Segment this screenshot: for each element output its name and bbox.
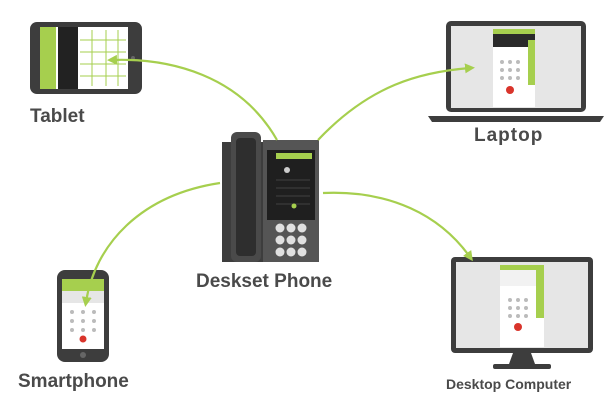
arrow-to-desktop (322, 191, 473, 262)
desktop-computer-icon (451, 257, 593, 369)
smartphone-icon (57, 270, 109, 362)
arrow-to-laptop (317, 63, 475, 141)
arrow-to-smartphone (81, 181, 221, 307)
laptop-label: Laptop (474, 125, 544, 146)
deskset-phone-icon (222, 132, 319, 262)
deskset-phone-label: Deskset Phone (196, 271, 333, 292)
connector-arrows (81, 54, 475, 307)
tablet-label: Tablet (30, 106, 85, 127)
arrow-to-tablet (107, 54, 278, 141)
laptop-icon (428, 21, 604, 122)
smartphone-label: Smartphone (18, 371, 129, 392)
tablet-icon (30, 22, 142, 94)
desktop-computer-label: Desktop Computer (446, 376, 572, 392)
